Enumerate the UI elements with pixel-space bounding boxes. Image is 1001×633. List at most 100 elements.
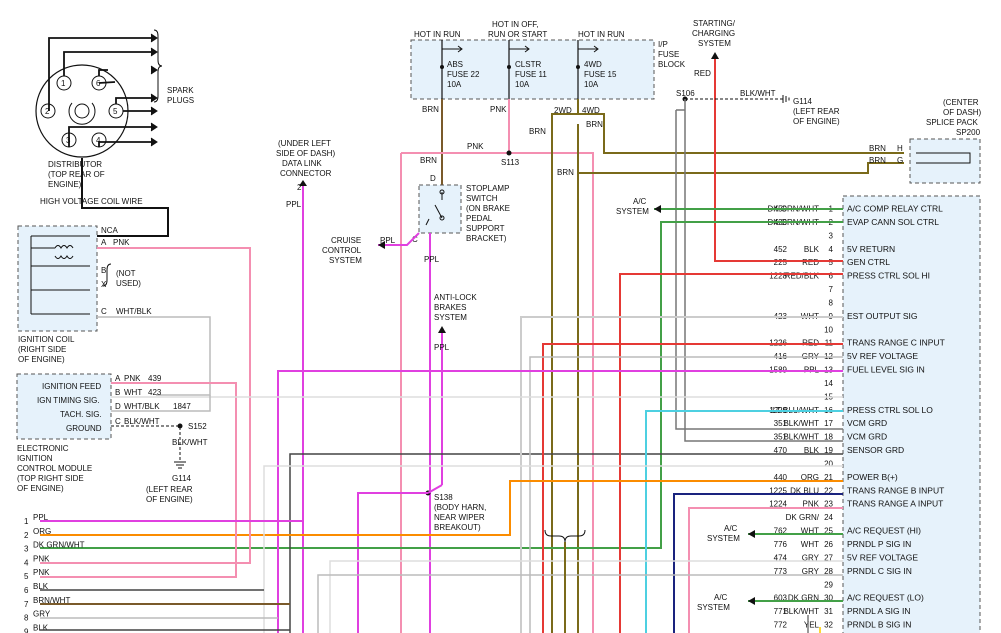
hv-wire-label: HIGH VOLTAGE COIL WIRE: [40, 197, 143, 206]
left-pin-number: 8: [24, 614, 29, 623]
stoplamp-label-2: SWITCH: [466, 194, 498, 203]
vcm-wire-color: PNK: [803, 500, 820, 509]
fuse-3-name: 4WD: [584, 60, 602, 69]
splice-row-2-pin: G: [897, 156, 903, 165]
spark-plug-leads: [48, 37, 151, 147]
icm-pin-a-ckt: 439: [148, 374, 162, 383]
left-pin-wire: PNK: [33, 568, 50, 577]
vcm-wire-color: RED: [802, 258, 819, 267]
vcm-pin-number: 23: [824, 500, 833, 509]
coil-pin-c: C: [101, 307, 107, 316]
splice-label-1: (CENTER: [943, 98, 979, 107]
vcm-wire-color: ORG: [801, 473, 819, 482]
vcm-circuit: 474: [774, 553, 788, 562]
vcm-pin-number: 26: [824, 540, 833, 549]
ground-icon-g114: [174, 461, 186, 469]
vcm-pin-number: 6: [829, 272, 834, 281]
ac-arrow-icon-3: [748, 597, 755, 605]
g114-right-2: (LEFT REAR: [793, 107, 840, 116]
splice-row-1-pin: H: [897, 144, 903, 153]
vcm-pin-label: PRESS CTRL SOL HI: [847, 271, 930, 281]
left-pin-number: 7: [24, 600, 29, 609]
brn-label-c: BRN: [529, 127, 546, 136]
s152-label: S152: [188, 422, 207, 431]
g114-right-3: OF ENGINE): [793, 117, 840, 126]
fuse-header-2a: HOT IN OFF,: [492, 20, 539, 29]
vcm-pin-label: PRESS CTRL SOL LO: [847, 405, 933, 415]
wire-pnk-pin23: [688, 507, 843, 633]
start-label-3: SYSTEM: [698, 39, 731, 48]
vcm-pin-number: 29: [824, 580, 833, 589]
ac2-label-2: SYSTEM: [707, 534, 740, 543]
s106-label: S106: [676, 89, 695, 98]
wire-dkblu-pin22: [673, 493, 843, 633]
brn-label-b: BRN: [420, 156, 437, 165]
coil-caption-3: OF ENGINE): [18, 355, 65, 364]
s138-label-3: NEAR WIPER: [434, 513, 485, 522]
icm-pin-a: A: [115, 374, 121, 383]
coil-pin-a-wire: PNK: [113, 238, 130, 247]
wire-pnk-coil: [40, 247, 251, 564]
vcm-pin-number: 4: [829, 245, 834, 254]
ac-arrow-icon-2: [748, 530, 755, 538]
vcm-pin-number: 10: [824, 325, 833, 334]
wire-dkgrn-pin2: [40, 221, 843, 549]
vcm-module-box: [842, 195, 981, 633]
abs-arrow-icon: [438, 326, 446, 333]
cruise-arrow-icon: [378, 241, 385, 249]
dlc-label-4: CONNECTOR: [280, 169, 332, 178]
vcm-pin-label: SENSOR GRD: [847, 445, 904, 455]
pnk-label-a: PNK: [467, 142, 484, 151]
ppl-label-vert: PPL: [424, 255, 440, 264]
wire-wht-pin9: [520, 316, 843, 633]
vcm-pin-label: TRANS RANGE C INPUT: [847, 338, 945, 348]
cruise-label-2: CONTROL: [322, 246, 362, 255]
vcm-circuit: 771: [774, 607, 788, 616]
stoplamp-blade: [425, 192, 443, 226]
icm-pin-a-wire: PNK: [124, 374, 141, 383]
brn-label-a: BRN: [422, 105, 439, 114]
wire-gry-pin28: [317, 574, 843, 633]
vcm-pin-label: PRNDL A SIG IN: [847, 606, 910, 616]
fuse-block-label-1: I/P: [658, 40, 668, 49]
icm-caption-1: ELECTRONIC: [17, 444, 69, 453]
vcm-pin-label: 5V REF VOLTAGE: [847, 351, 918, 361]
left-pin-number: 6: [24, 586, 29, 595]
dlc-arrow-icon: [299, 180, 307, 186]
distributor-terminals: [40, 75, 124, 148]
vcm-pin-number: 3: [829, 231, 834, 240]
fuse-2-amps: 10A: [515, 80, 530, 89]
plugs-brace: [153, 29, 163, 103]
vcm-pin-label: VCM GRD: [847, 432, 887, 442]
vcm-pin-number: 32: [824, 621, 833, 630]
vcm-pin-label: PRNDL B SIG IN: [847, 620, 911, 630]
wire-ppl-pin13: [277, 370, 843, 633]
dlc-wire: PPL: [286, 200, 302, 209]
fuse-header-2b: RUN OR START: [488, 30, 547, 39]
vcm-pin-row: 20: [824, 459, 833, 468]
wire-whtblk-icm: [111, 395, 211, 412]
wire-brn-4wd: [551, 99, 904, 633]
vcm-wire-color: BLK: [804, 446, 820, 455]
ac3-label-1: A/C: [714, 593, 728, 602]
vcm-circuit: 470: [774, 446, 788, 455]
wire-blk-pin19: [289, 453, 843, 633]
vcm-circuit: 1224: [769, 500, 787, 509]
vcm-wire-color: WHT: [801, 540, 819, 549]
fuse-1-fuse: FUSE 22: [447, 70, 480, 79]
s138-label-2: (BODY HARN,: [434, 503, 486, 512]
plug-arrow-icons: [150, 33, 158, 147]
vcm-pin-number: 5: [829, 258, 834, 267]
ac-arrow-icon: [654, 205, 661, 213]
cyl-1: 1: [61, 79, 66, 88]
